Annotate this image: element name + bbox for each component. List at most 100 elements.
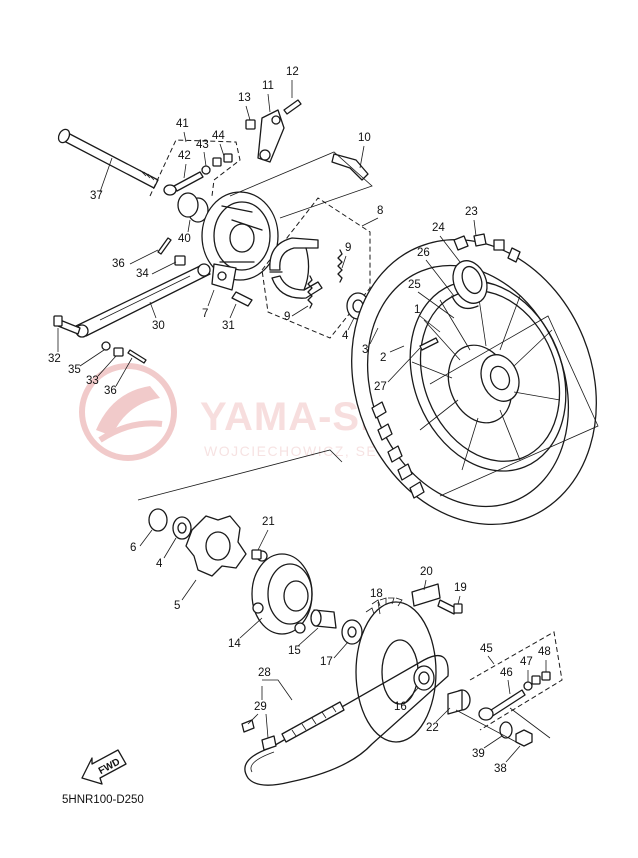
part-spring-9a <box>337 249 343 283</box>
callout-17: 17 <box>320 656 333 668</box>
part-cam-lever <box>245 99 302 163</box>
part-pin-36a <box>157 237 172 255</box>
callout-20: 20 <box>420 566 433 578</box>
part-nut-44a <box>212 157 222 167</box>
part-bearing-4b <box>172 516 192 540</box>
callout-38: 38 <box>494 763 507 775</box>
part-bearing-17 <box>341 619 363 645</box>
watermark-logo <box>79 363 177 461</box>
callout-32: 32 <box>48 353 61 365</box>
part-nut-48a <box>531 675 541 685</box>
diagram-code: 5HNR100-D250 <box>62 794 144 806</box>
part-stud-10 <box>331 153 369 181</box>
callout-12: 12 <box>286 66 299 78</box>
part-collar-22 <box>447 689 471 715</box>
callout-44: 44 <box>212 130 225 142</box>
callout-42: 42 <box>178 150 191 162</box>
callout-33: 33 <box>86 375 99 387</box>
part-nut-48b <box>541 671 551 681</box>
callout-47: 47 <box>520 656 533 668</box>
callout-14: 14 <box>228 638 241 650</box>
callout-31: 31 <box>222 320 235 332</box>
callout-16: 16 <box>394 701 407 713</box>
callout-26: 26 <box>417 247 430 259</box>
part-washer-39 <box>499 721 513 739</box>
callout-18: 18 <box>370 588 383 600</box>
callout-7: 7 <box>202 308 208 320</box>
callout-23: 23 <box>465 206 478 218</box>
part-nut-44b <box>223 153 233 163</box>
callout-4a: 4 <box>342 330 349 342</box>
callout-29: 29 <box>254 701 267 713</box>
part-pin-36b <box>127 349 147 364</box>
callout-24: 24 <box>432 222 445 234</box>
part-bolt-31 <box>231 291 253 307</box>
group-box-8 <box>261 197 371 339</box>
callout-25: 25 <box>408 279 421 291</box>
part-washer-43 <box>201 165 211 175</box>
callout-37: 37 <box>90 190 103 202</box>
group-box-45 <box>469 631 563 731</box>
callout-9b: 9 <box>284 311 290 323</box>
callout-11: 11 <box>262 80 274 92</box>
chain-segment <box>281 701 345 743</box>
part-master-link-29 <box>241 719 277 751</box>
callout-4b: 4 <box>156 558 163 570</box>
part-nut-33 <box>113 347 124 357</box>
part-tube <box>452 260 488 304</box>
part-washer-35 <box>101 341 111 351</box>
part-drive-chain <box>241 655 449 786</box>
callout-1: 1 <box>414 304 420 316</box>
callout-15: 15 <box>288 645 301 657</box>
callout-39: 39 <box>472 748 485 760</box>
callout-2: 2 <box>380 352 386 364</box>
callout-46: 46 <box>500 667 513 679</box>
callout-6: 6 <box>130 542 136 554</box>
part-collar-40 <box>177 192 209 223</box>
callout-41: 41 <box>176 118 189 130</box>
upper-assembly <box>53 99 373 364</box>
callout-43: 43 <box>196 139 209 151</box>
part-lock-washer-20 <box>411 583 441 607</box>
part-damper-5 <box>185 515 247 577</box>
part-axle <box>57 128 159 189</box>
callout-8: 8 <box>377 205 383 217</box>
callout-3: 3 <box>362 344 368 356</box>
lower-assembly <box>137 449 563 747</box>
part-bolt-46 <box>478 689 526 721</box>
part-sprocket-18 <box>355 597 437 743</box>
callout-36a: 36 <box>112 258 125 270</box>
callout-9a: 9 <box>345 242 351 254</box>
callout-35: 35 <box>68 364 81 376</box>
callout-36b: 36 <box>104 385 117 397</box>
callout-13: 13 <box>238 92 251 104</box>
callout-34: 34 <box>136 268 149 280</box>
part-nut-21 <box>251 549 262 560</box>
callout-28: 28 <box>258 667 271 679</box>
part-bolt-42 <box>163 171 204 196</box>
callout-45: 45 <box>480 643 493 655</box>
part-clutch-hub-14 <box>251 550 313 635</box>
part-oil-seal-16 <box>413 665 435 691</box>
fwd-arrow-icon: FWD <box>81 749 127 785</box>
part-brake-shoes <box>269 237 323 299</box>
callout-40: 40 <box>178 233 191 245</box>
callout-22: 22 <box>426 722 439 734</box>
part-o-ring-6 <box>148 508 168 532</box>
callout-10: 10 <box>358 132 371 144</box>
part-bolt-19 <box>437 599 463 615</box>
group-box-41 <box>149 139 241 197</box>
callout-27: 27 <box>374 381 387 393</box>
callouts: 12 11 13 10 41 44 43 42 37 8 40 9 36 34 … <box>48 66 551 775</box>
part-collar-15 <box>310 609 337 629</box>
part-spring-9b <box>307 275 313 309</box>
part-rear-wheel <box>351 233 599 526</box>
part-bolt-32 <box>53 315 81 335</box>
callout-19: 19 <box>454 582 467 594</box>
callout-21: 21 <box>262 516 275 528</box>
part-rim-band <box>451 295 479 310</box>
part-spoke-nipple-27 <box>419 337 439 351</box>
callout-30: 30 <box>152 320 165 332</box>
part-washer-47 <box>523 681 533 691</box>
